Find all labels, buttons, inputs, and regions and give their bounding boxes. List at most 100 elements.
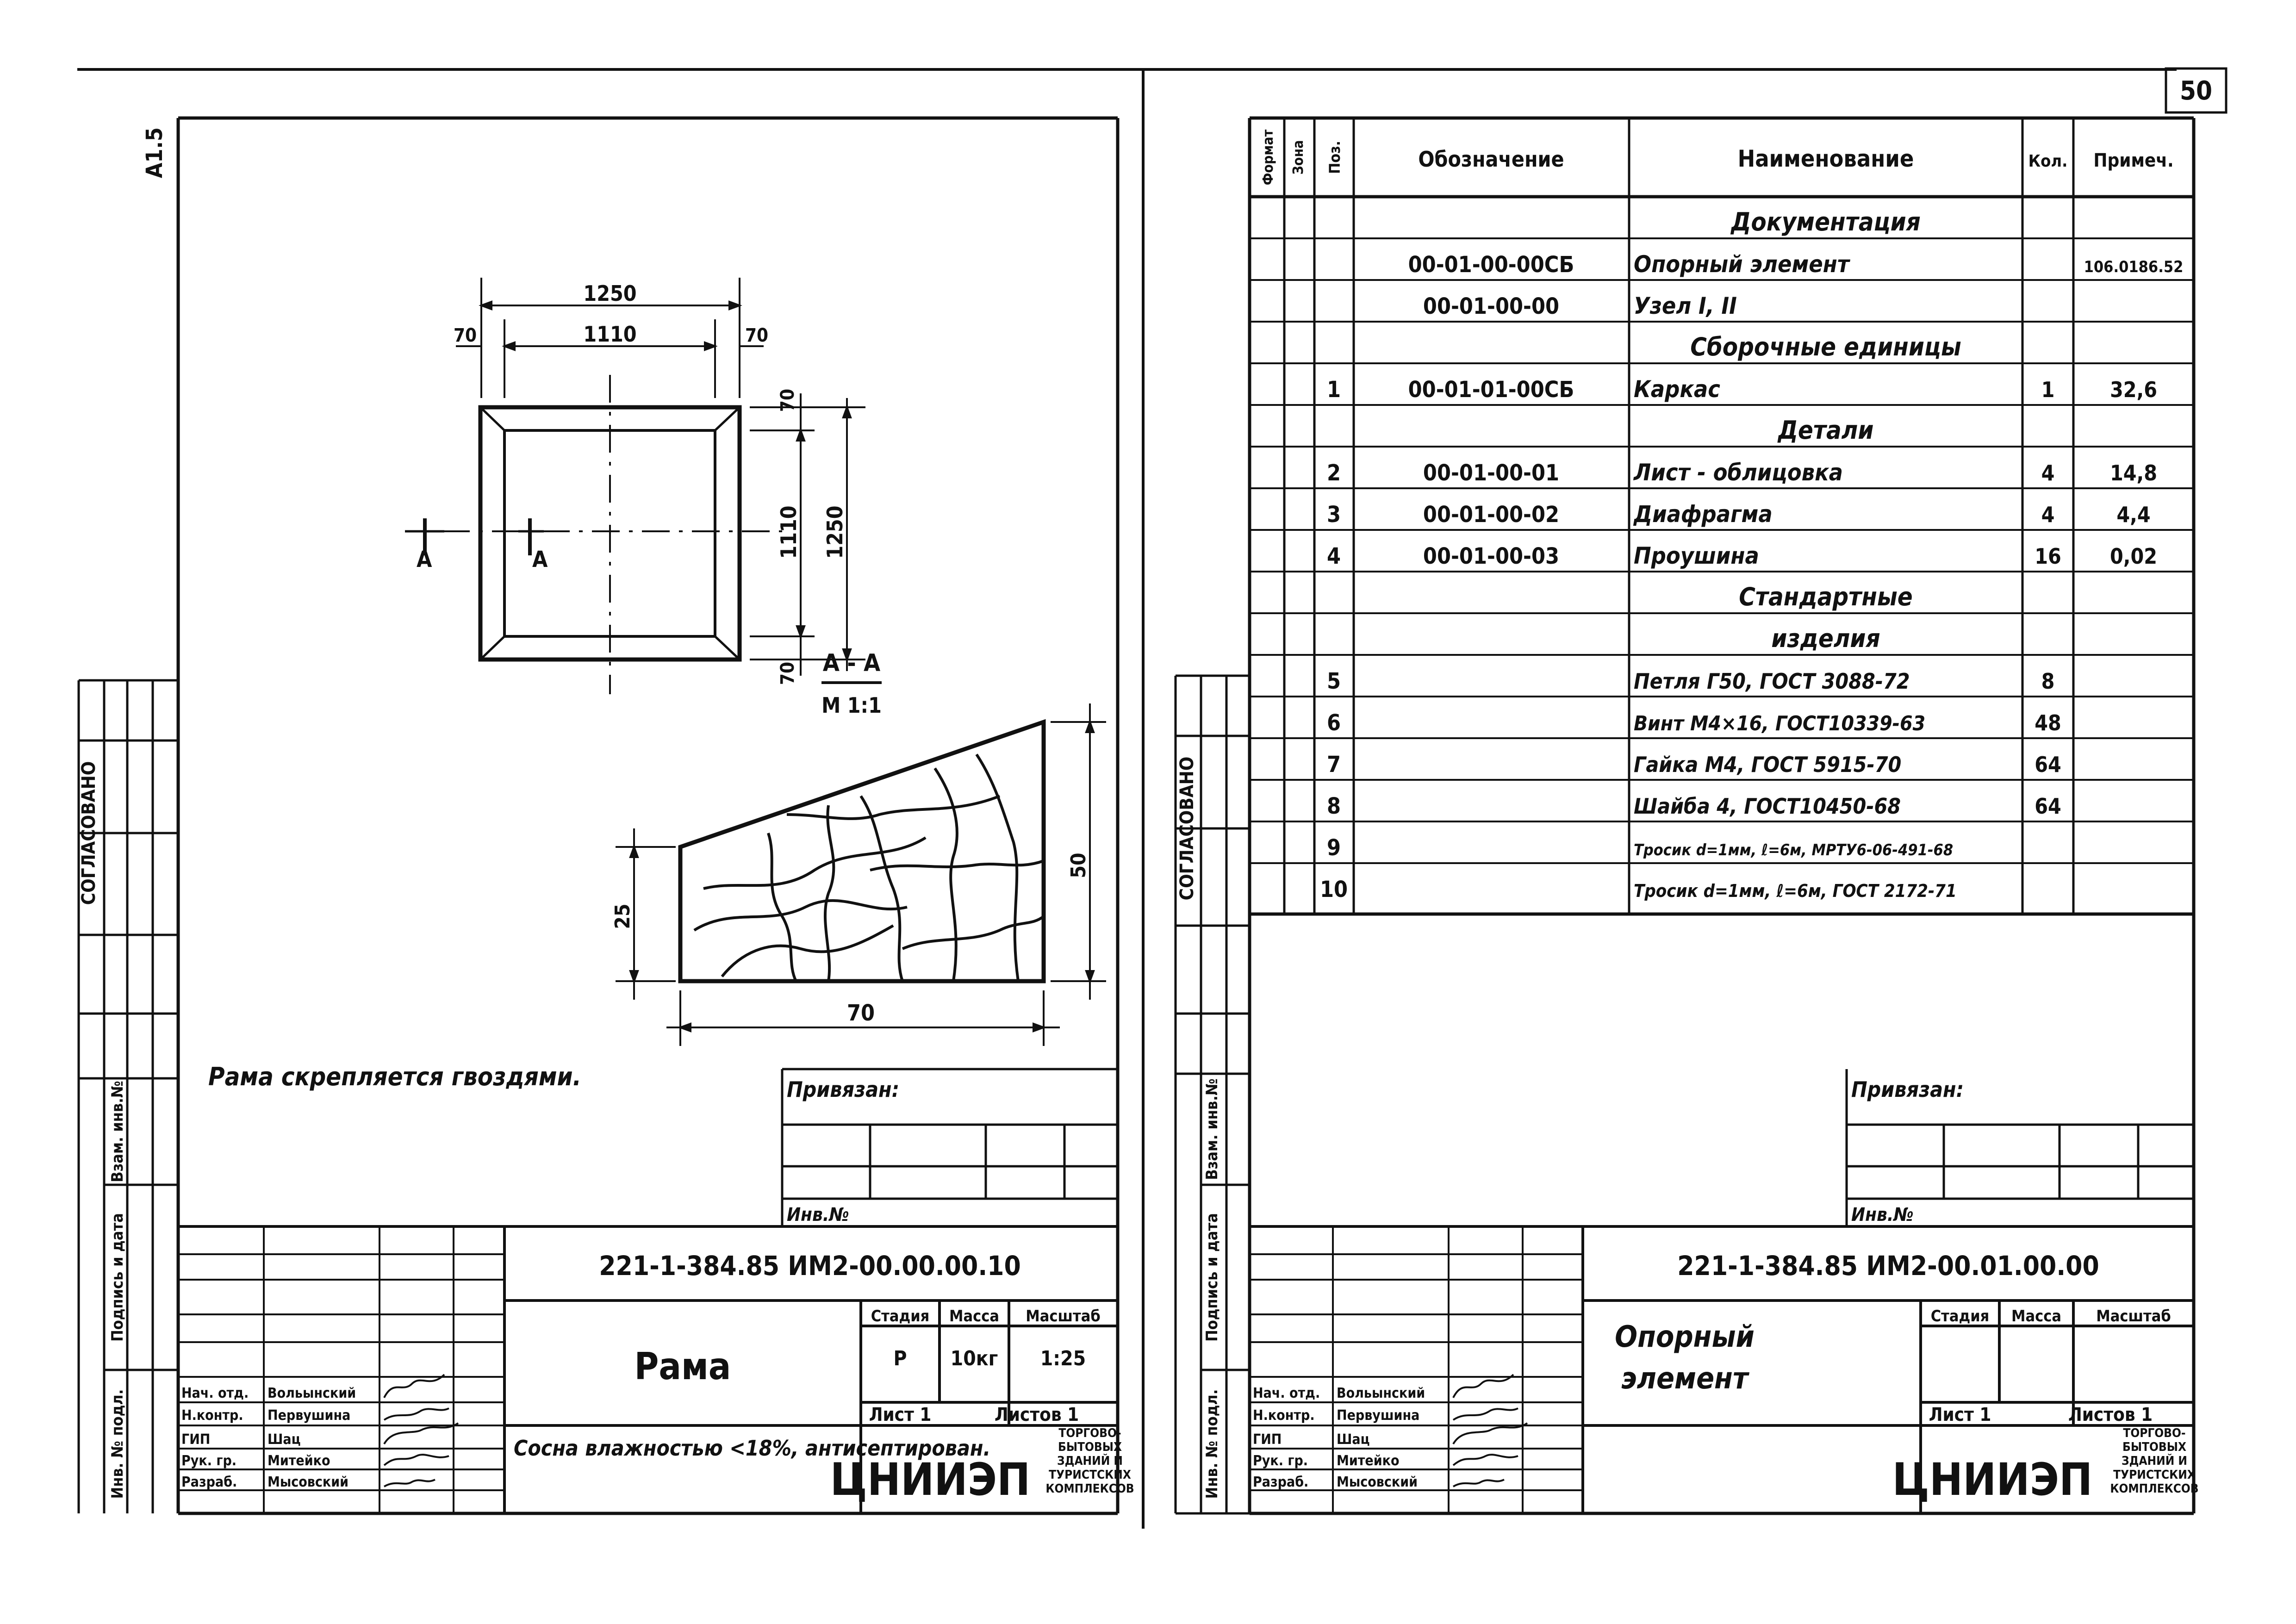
right-rows-8-note-text: 0,02 (2110, 544, 2157, 569)
right-people-1-name-text: Первушина (1337, 1407, 1419, 1424)
stage-value: Р (893, 1347, 907, 1370)
left-people-0-role-text: Нач. отд. (181, 1385, 249, 1401)
hdr-format: Формат (1260, 129, 1276, 185)
page-number-box: 50 (2165, 67, 2228, 114)
section-dim-left: 25 (611, 903, 635, 929)
right-rows-1-designation-text: 00-01-00-00СБ (1408, 252, 1574, 278)
right-rows-0-name-text: Документация (1730, 207, 1921, 236)
right-org-desc-2-text: ЗДАНИЙ И (2122, 1453, 2187, 1468)
corner-tag: A1.5 (142, 127, 168, 178)
right-rows-16-name-text: Тросик d=1мм, ℓ=6м, ГОСТ 2172-71 (1634, 881, 1957, 901)
right-rows-4-note-text: 32,6 (2110, 377, 2157, 402)
scale-header-right: Масштаб (2096, 1307, 2171, 1325)
table-row: 2 00-01-00-01 Лист - облицовка 4 14,8 (1327, 459, 2157, 486)
left-org-desc-1-text: БЫТОВЫХ (1058, 1440, 1122, 1454)
section-dim-bottom: 70 (847, 1000, 875, 1026)
section-scale: М 1:1 (821, 693, 882, 718)
section-profile (678, 719, 1046, 983)
right-rows-9-name-text: Стандартные (1739, 582, 1913, 611)
stage-header-right: Стадия (1931, 1307, 1990, 1325)
sheet-title-right-2: элемент (1621, 1362, 1750, 1396)
title-block-right (1250, 1225, 2194, 1513)
agreed-label-right: СОГЛАСОВАНО (1176, 757, 1198, 901)
right-rows-6-note-text: 14,8 (2110, 460, 2157, 485)
table-row: 00-01-00-00 Узел I, II (1423, 292, 1737, 319)
right-rows-16-pos-text: 10 (1320, 877, 1348, 902)
stage-header: Стадия (871, 1307, 930, 1325)
right-rows-4-pos-text: 1 (1327, 377, 1341, 403)
right-rows-15-pos-text: 9 (1327, 835, 1341, 861)
dim-right-bottom: 70 (777, 662, 798, 685)
mass-header-right: Масса (2011, 1307, 2061, 1325)
right-rows-14-name-text: Шайба 4, ГОСТ10450-68 (1634, 794, 1901, 819)
left-sheet: A1.5 СОГЛАСОВАНО Инв. № подл. Подпись и … (77, 116, 1134, 1515)
section-mark-a: A (417, 547, 432, 572)
table-row: 8 Шайба 4, ГОСТ10450-68 64 (1327, 793, 2061, 819)
table-row: 7 Гайка М4, ГОСТ 5915-70 64 (1327, 752, 2061, 778)
right-org-desc-0-text: ТОРГОВО- (2123, 1426, 2185, 1440)
right-people-4-name-text: Мысовский (1337, 1474, 1418, 1490)
left-org-desc-2-text: ЗДАНИЙ И (1057, 1453, 1123, 1468)
right-rows-4-name-text: Каркас (1634, 376, 1720, 403)
hdr-note: Примеч. (2093, 150, 2173, 171)
inv-no-label: Инв.№ (787, 1204, 849, 1226)
right-rows-1-name-text: Опорный элемент (1634, 251, 1851, 278)
right-rows-7-name-text: Диафрагма (1633, 501, 1773, 528)
table-row: 10 Тросик d=1мм, ℓ=6м, ГОСТ 2172-71 (1320, 877, 1957, 902)
left-people-3-role-text: Рук. гр. (181, 1453, 236, 1469)
right-people-1-role-text: Н.контр. (1253, 1407, 1315, 1424)
vzam-label-right: Взам. инв.№ (1203, 1078, 1221, 1180)
note-text: Рама скрепляется гвоздями. (208, 1062, 581, 1091)
section-title: А - А (823, 649, 880, 677)
left-org-desc-4-text: КОМПЛЕКСОВ (1045, 1482, 1134, 1496)
page-number: 50 (2180, 76, 2212, 106)
section-mark-a2: A (532, 547, 548, 572)
left-org-desc-3-text: ТУРИСТСКИХ (1049, 1468, 1131, 1482)
right-dimensions (750, 393, 865, 676)
left-people-4-name-text: Мысовский (268, 1474, 348, 1490)
sheets-count: Листов 1 (995, 1404, 1079, 1425)
right-people-0-name-text: Вольынский (1337, 1385, 1425, 1401)
table-row: Сборочные единицы (1690, 332, 1961, 361)
hdr-zone: Зона (1290, 140, 1307, 175)
left-people-4-role-text: Разраб. (181, 1474, 237, 1490)
right-rows-14-qty-text: 64 (2035, 794, 2061, 819)
sign-label-right: Подпись и дата (1203, 1213, 1221, 1342)
sheet-title: Рама (635, 1345, 731, 1388)
sheet-num: Лист 1 (869, 1404, 932, 1425)
left-people-1-role-text: Н.контр. (181, 1407, 243, 1424)
dim-top-right: 70 (745, 325, 768, 346)
left-people-2-role-text: ГИП (181, 1431, 210, 1448)
table-row: 5 Петля Г50, ГОСТ 3088-72 8 (1327, 668, 2054, 694)
right-rows-6-pos-text: 2 (1327, 460, 1341, 486)
scale-header: Масштаб (1026, 1307, 1100, 1325)
left-org-desc-0-text: ТОРГОВО- (1058, 1426, 1121, 1440)
inv-no-label-right: Инв.№ (1851, 1204, 1914, 1226)
right-rows-10-name-text: изделия (1771, 624, 1880, 653)
dim-top-inner: 1110 (583, 322, 636, 347)
right-org-desc-3-text: ТУРИСТСКИХ (2113, 1468, 2196, 1482)
right-rows-12-name-text: Винт М4×16, ГОСТ10339-63 (1634, 712, 1925, 735)
right-rows-7-note-text: 4,4 (2116, 502, 2150, 527)
sheets-count-right: Листов 1 (2068, 1404, 2153, 1425)
right-rows-13-pos-text: 7 (1327, 752, 1341, 778)
right-rows-13-name-text: Гайка М4, ГОСТ 5915-70 (1634, 752, 1901, 777)
privyazan-block-right (1845, 1069, 2194, 1226)
mass-header: Масса (949, 1307, 999, 1325)
dim-right-top: 70 (777, 389, 798, 412)
spec-table (1248, 116, 2196, 1515)
org-logo: ЦНИИЭП (830, 1454, 1031, 1506)
right-rows-5-name-text: Детали (1777, 416, 1874, 445)
inv-label-right: Инв. № подл. (1203, 1389, 1221, 1499)
sheet-title-right-1: Опорный (1615, 1320, 1755, 1354)
doc-code: 221-1-384.85 ИМ2-00.00.00.10 (599, 1250, 1021, 1282)
table-row: изделия (1771, 624, 1880, 653)
right-people-2-name-text: Шац (1337, 1431, 1370, 1448)
right-rows-12-pos-text: 6 (1327, 710, 1341, 736)
table-row: 9 Тросик d=1мм, ℓ=6м, МРТУ6-06-491-68 (1327, 835, 1953, 861)
spec-row-lines (1250, 237, 2194, 864)
right-org-desc-4-text: КОМПЛЕКСОВ (2110, 1482, 2198, 1496)
top-dimensions (456, 278, 764, 398)
spec-rows: Документация 00-01-00-00СБ Опорный элеме… (1320, 207, 2183, 902)
table-row: Документация (1730, 207, 1921, 236)
